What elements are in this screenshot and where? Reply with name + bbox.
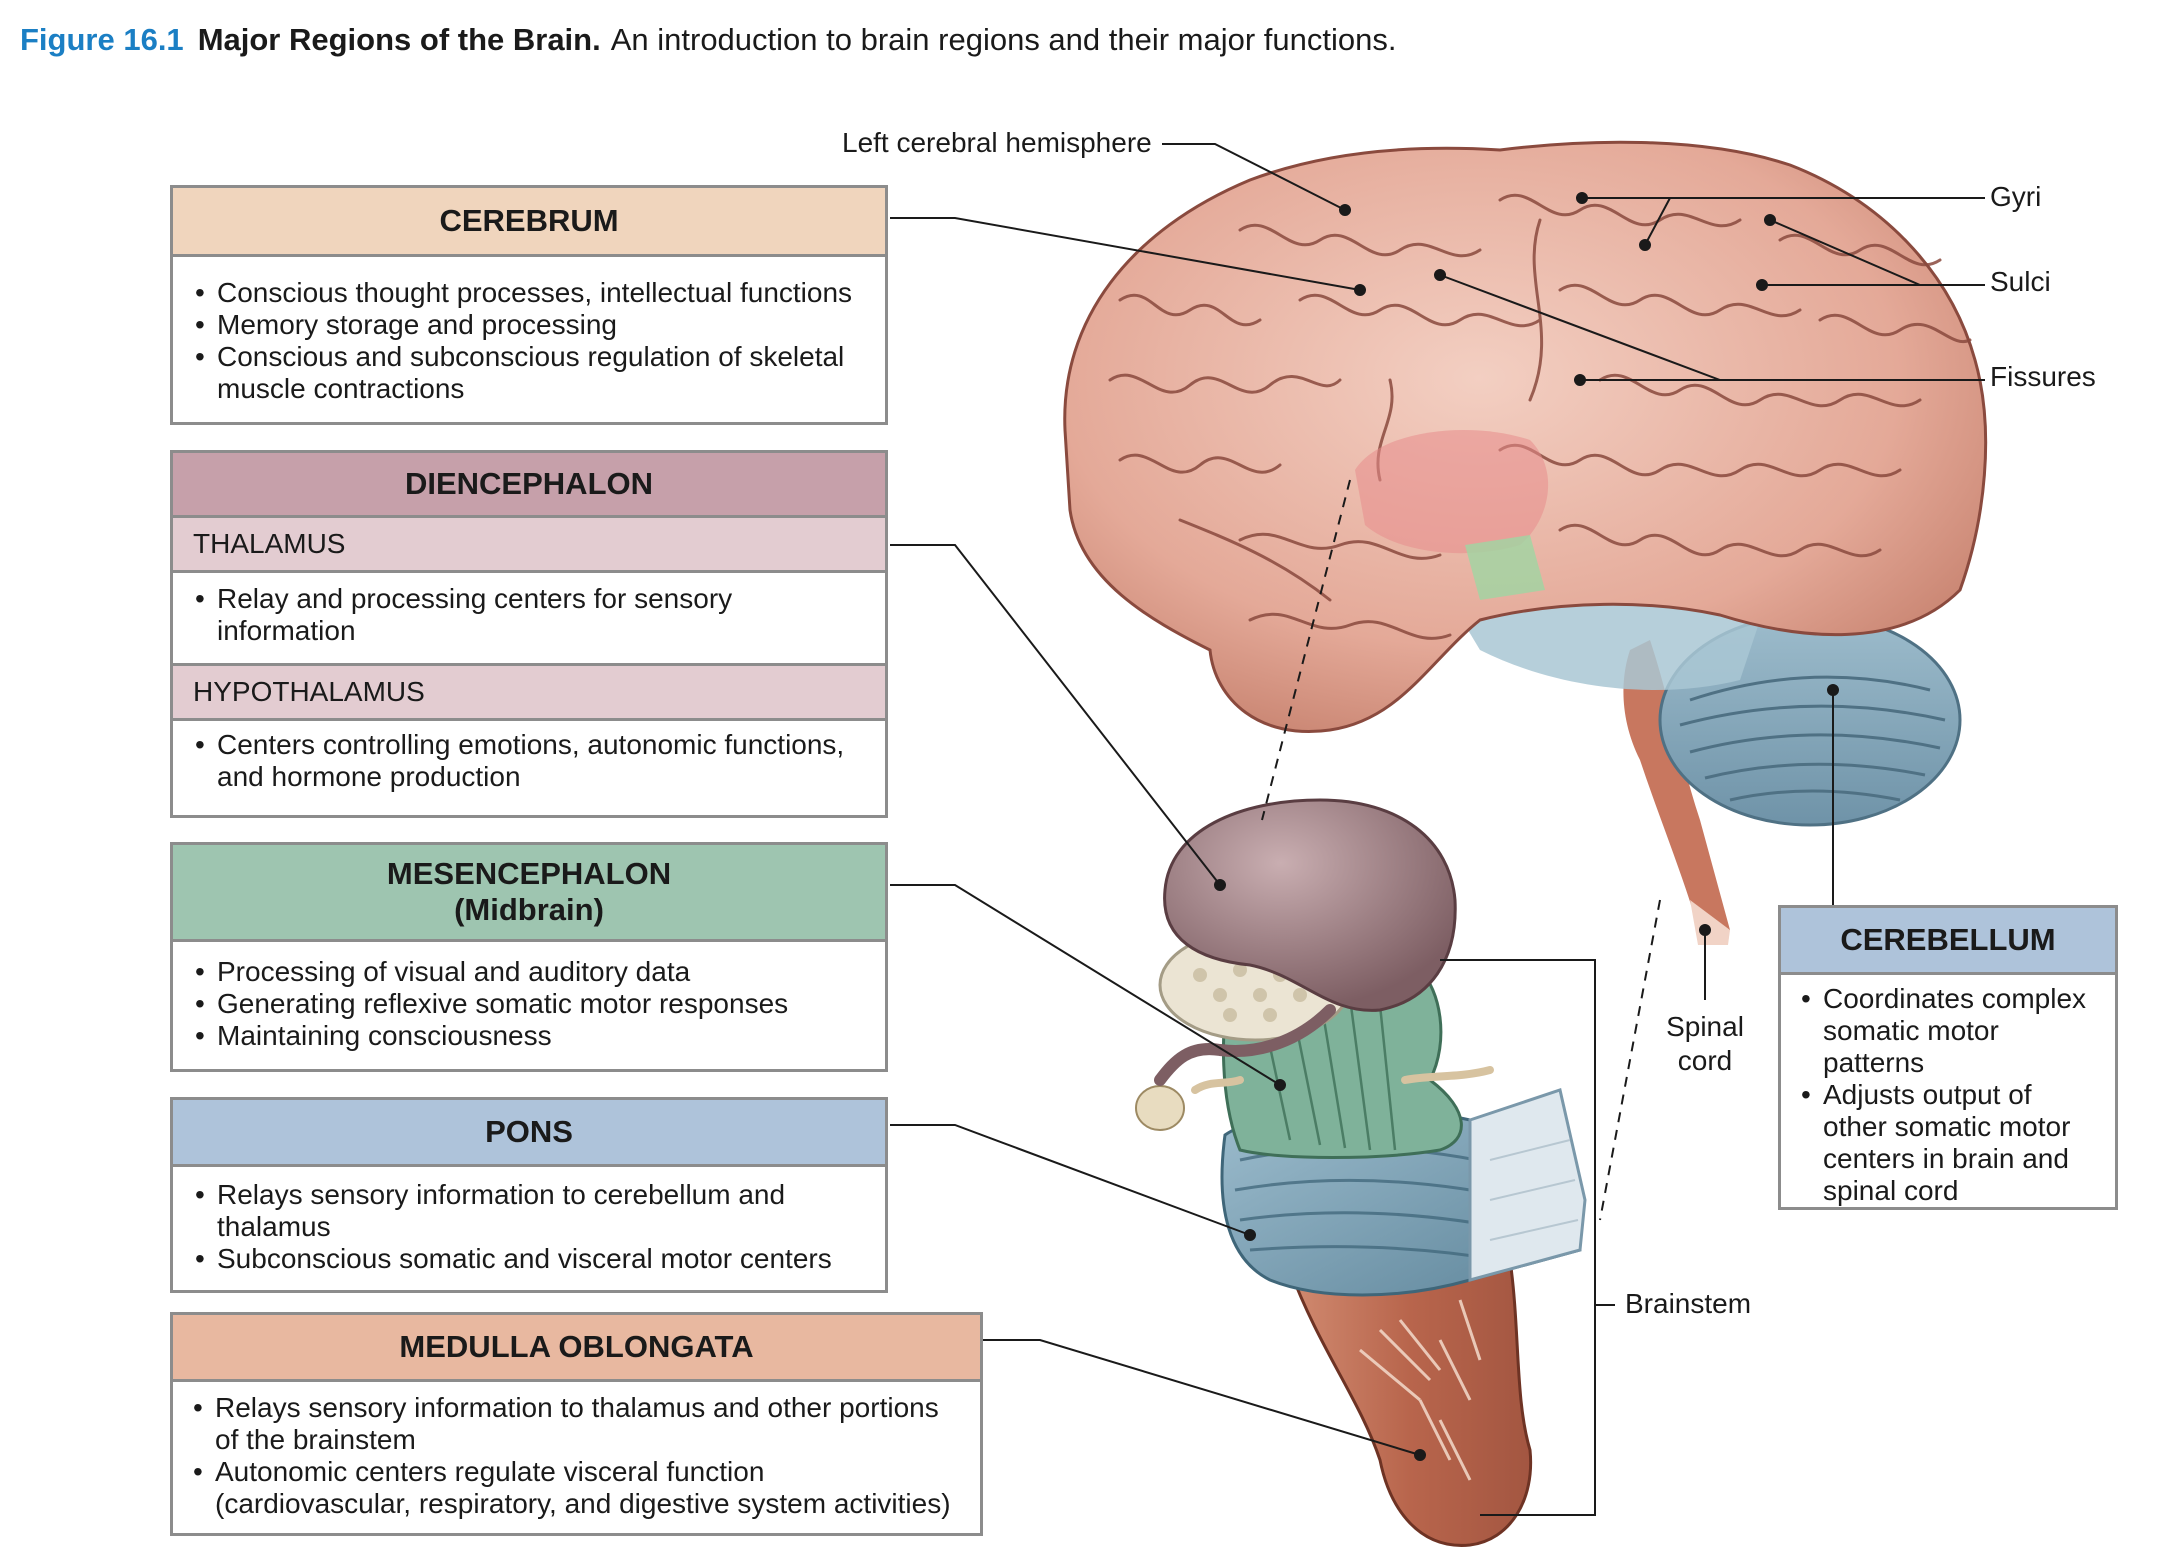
thalamus-title: THALAMUS xyxy=(193,528,346,559)
thalamus-subheader: THALAMUS xyxy=(173,518,885,573)
cerebrum-box: CEREBRUM Conscious thought processes, in… xyxy=(170,185,888,425)
mesencephalon-bullet: Generating reflexive somatic motor respo… xyxy=(195,988,867,1020)
pons-header: PONS xyxy=(173,1100,885,1167)
medulla-header: MEDULLA OBLONGATA xyxy=(173,1315,980,1382)
mesencephalon-subtitle: (Midbrain) xyxy=(454,892,604,927)
medulla-illustration xyxy=(1287,1258,1533,1547)
cerebellum-bullet: Adjusts output of other somatic motor ce… xyxy=(1801,1079,2103,1207)
hypothalamus-title: HYPOTHALAMUS xyxy=(193,676,425,707)
cerebrum-header: CEREBRUM xyxy=(173,188,885,257)
isolated-brainstem xyxy=(1135,798,1587,1547)
medulla-title: MEDULLA OBLONGATA xyxy=(399,1329,754,1364)
figure-title: Major Regions of the Brain. xyxy=(197,22,601,57)
figure-caption: Figure 16.1 Major Regions of the Brain. An… xyxy=(20,22,1397,58)
cerebrum-bullet-list: Conscious thought processes, intellectua… xyxy=(173,257,885,405)
upper-brainstem xyxy=(1623,640,1730,935)
thalamus-bullet-list: Relay and processing centers for sensory… xyxy=(173,573,885,666)
medulla-box: MEDULLA OBLONGATA Relays sensory informa… xyxy=(170,1312,983,1536)
diencephalon-box: DIENCEPHALON THALAMUS Relay and processi… xyxy=(170,450,888,818)
mesencephalon-box: MESENCEPHALON (Midbrain) Processing of v… xyxy=(170,842,888,1072)
hypothalamus-bullet: Centers controlling emotions, autonomic … xyxy=(195,729,867,793)
label-left-cerebral-hemisphere: Left cerebral hemisphere xyxy=(842,127,1152,158)
medulla-bullet-list: Relays sensory information to thalamus a… xyxy=(173,1382,980,1520)
cerebellum-box: CEREBELLUM Coordinates complex somatic m… xyxy=(1778,905,2118,1210)
upper-cerebrum xyxy=(1063,140,1988,733)
cerebellum-title: CEREBELLUM xyxy=(1840,922,2056,957)
pons-box: PONS Relays sensory information to cereb… xyxy=(170,1097,888,1293)
cerebrum-title: CEREBRUM xyxy=(439,203,619,238)
mesencephalon-header: MESENCEPHALON (Midbrain) xyxy=(173,845,885,942)
pons-bullet: Relays sensory information to cerebellum… xyxy=(195,1179,867,1243)
figure-caption-text: An introduction to brain regions and the… xyxy=(610,22,1397,57)
figure-number: Figure 16.1 xyxy=(20,22,184,57)
pons-bullet: Subconscious somatic and visceral motor … xyxy=(195,1243,867,1275)
cerebrum-bullet: Conscious thought processes, intellectua… xyxy=(195,277,867,309)
label-brainstem: Brainstem xyxy=(1625,1288,1752,1319)
pons-title: PONS xyxy=(485,1114,573,1149)
cerebrum-bullet: Memory storage and processing xyxy=(195,309,867,341)
leader-lines xyxy=(890,143,1985,1516)
label-gyri: Gyri xyxy=(1990,181,2042,212)
mesencephalon-bullet: Maintaining consciousness xyxy=(195,1020,867,1052)
whole-brain xyxy=(1063,140,1988,945)
cerebellum-bullet-list: Coordinates complex somatic motor patter… xyxy=(1781,975,2115,1207)
hypothalamus-bullet-list: Centers controlling emotions, autonomic … xyxy=(173,721,885,793)
pons-bullet-list: Relays sensory information to cerebellum… xyxy=(173,1167,885,1275)
mesencephalon-bullet: Processing of visual and auditory data xyxy=(195,956,867,988)
mesencephalon-title: MESENCEPHALON xyxy=(386,856,672,891)
label-fissures: Fissures xyxy=(1990,361,2096,392)
thalamus-bullet: Relay and processing centers for sensory… xyxy=(195,583,867,647)
cerebrum-bullet: Conscious and subconscious regulation of… xyxy=(195,341,867,405)
medulla-bullet: Autonomic centers regulate visceral func… xyxy=(193,1456,962,1520)
medulla-bullet: Relays sensory information to thalamus a… xyxy=(193,1392,962,1456)
hypothalamus-subheader: HYPOTHALAMUS xyxy=(173,666,885,721)
label-sulci: Sulci xyxy=(1990,266,2051,297)
diencephalon-title: DIENCEPHALON xyxy=(404,466,653,501)
diencephalon-illustration xyxy=(1163,798,1457,1012)
label-spinal-cord: Spinal cord xyxy=(1666,1011,1744,1076)
cerebellum-bullet: Coordinates complex somatic motor patter… xyxy=(1801,983,2103,1079)
mesencephalon-bullet-list: Processing of visual and auditory data G… xyxy=(173,942,885,1052)
cerebellum-header: CEREBELLUM xyxy=(1781,908,2115,975)
diencephalon-header: DIENCEPHALON xyxy=(173,453,885,518)
